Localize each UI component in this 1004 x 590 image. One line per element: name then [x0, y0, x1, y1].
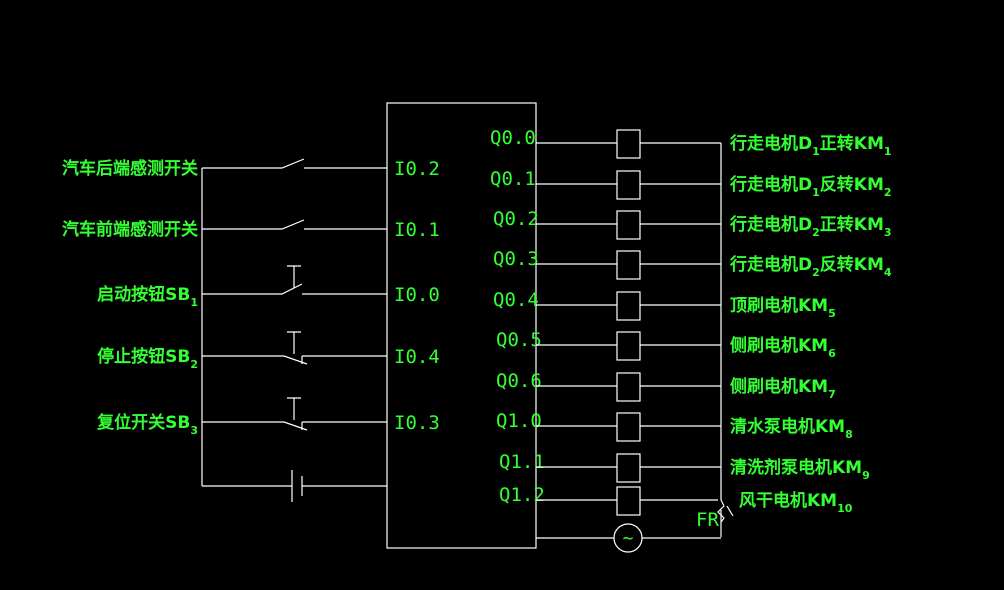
- input-row: 汽车前端感测开关 I0.1: [62, 219, 440, 241]
- input-row: 复位开关SB3 I0.3: [96, 397, 440, 437]
- relay-coil: [616, 331, 641, 361]
- overload-label: FR: [696, 509, 719, 531]
- output-label: 顶刷电机KM5: [730, 295, 836, 320]
- output-address: Q0.4: [493, 289, 539, 311]
- output-address: Q0.2: [493, 208, 539, 230]
- input-row: 停止按钮SB2 I0.4: [97, 331, 440, 371]
- output-row: Q1.1 清洗剂泵电机KM9: [499, 451, 870, 483]
- relay-coil: [616, 170, 641, 200]
- input-address: I0.1: [394, 219, 440, 241]
- output-row: Q1.0 清水泵电机KM8: [496, 410, 853, 442]
- overload-relay-contact: FR: [696, 499, 734, 531]
- input-address: I0.4: [394, 346, 440, 368]
- input-contact: [202, 265, 387, 295]
- output-address: Q1.1: [499, 451, 545, 473]
- relay-coil: [616, 453, 641, 483]
- input-address: I0.2: [394, 158, 440, 180]
- ac-symbol: ~: [623, 528, 634, 549]
- plc-module: [386, 102, 537, 549]
- ac-source: ~: [536, 523, 721, 553]
- output-label: 清洗剂泵电机KM9: [730, 457, 870, 482]
- relay-coil: [616, 291, 641, 321]
- output-label: 行走电机D2反转KM4: [729, 254, 892, 279]
- input-label: 复位开关SB3: [96, 412, 198, 437]
- output-address: Q0.5: [496, 329, 542, 351]
- output-address: Q0.6: [496, 370, 542, 392]
- output-label: 行走电机D1正转KM1: [729, 133, 892, 158]
- input-label: 汽车后端感测开关: [62, 158, 198, 179]
- input-label: 停止按钮SB2: [97, 346, 198, 371]
- output-row: Q1.2 风干电机KM10: [499, 484, 853, 516]
- input-contact: [202, 397, 387, 431]
- output-label: 侧刷电机KM7: [730, 376, 836, 401]
- relay-coil: [616, 412, 641, 442]
- input-row: 启动按钮SB1 I0.0: [97, 265, 440, 309]
- output-label: 行走电机D2正转KM3: [729, 214, 892, 239]
- input-label: 汽车前端感测开关: [62, 219, 198, 240]
- relay-coil: [616, 210, 641, 240]
- relay-coil: [616, 129, 641, 159]
- input-section: 汽车后端感测开关 I0.2 汽车前端感测开关 I0.1 启动按钮SB1 I0.0 停止按钮S…: [62, 158, 440, 437]
- output-label: 清水泵电机KM8: [730, 416, 853, 441]
- output-address: Q1.2: [499, 484, 545, 506]
- output-row: Q0.3 行走电机D2反转KM4: [493, 248, 892, 280]
- output-row: Q0.6 侧刷电机KM7: [496, 370, 836, 402]
- output-label: 侧刷电机KM6: [730, 335, 836, 360]
- input-contact: [202, 219, 387, 230]
- relay-coil: [616, 250, 641, 280]
- output-address: Q0.3: [493, 248, 539, 270]
- dc-supply: [202, 470, 387, 502]
- output-row: Q0.1 行走电机D1反转KM2: [490, 168, 892, 200]
- output-address: Q1.0: [496, 410, 542, 432]
- output-row: Q0.2 行走电机D2正转KM3: [493, 208, 892, 240]
- input-address: I0.3: [394, 412, 440, 434]
- input-row: 汽车后端感测开关 I0.2: [62, 158, 440, 180]
- output-address: Q0.1: [490, 168, 536, 190]
- output-row: Q0.5 侧刷电机KM6: [496, 329, 836, 361]
- input-address: I0.0: [394, 284, 440, 306]
- output-address: Q0.0: [490, 127, 536, 149]
- output-label: 行走电机D1反转KM2: [729, 174, 892, 199]
- input-contact: [202, 331, 387, 365]
- relay-coil: [616, 486, 641, 516]
- output-row: Q0.4 顶刷电机KM5: [493, 289, 836, 321]
- relay-coil: [616, 372, 641, 402]
- input-label: 启动按钮SB1: [97, 284, 198, 309]
- input-contact: [202, 158, 387, 169]
- output-row: Q0.0 行走电机D1正转KM1: [490, 127, 892, 159]
- output-label: 风干电机KM10: [739, 490, 853, 515]
